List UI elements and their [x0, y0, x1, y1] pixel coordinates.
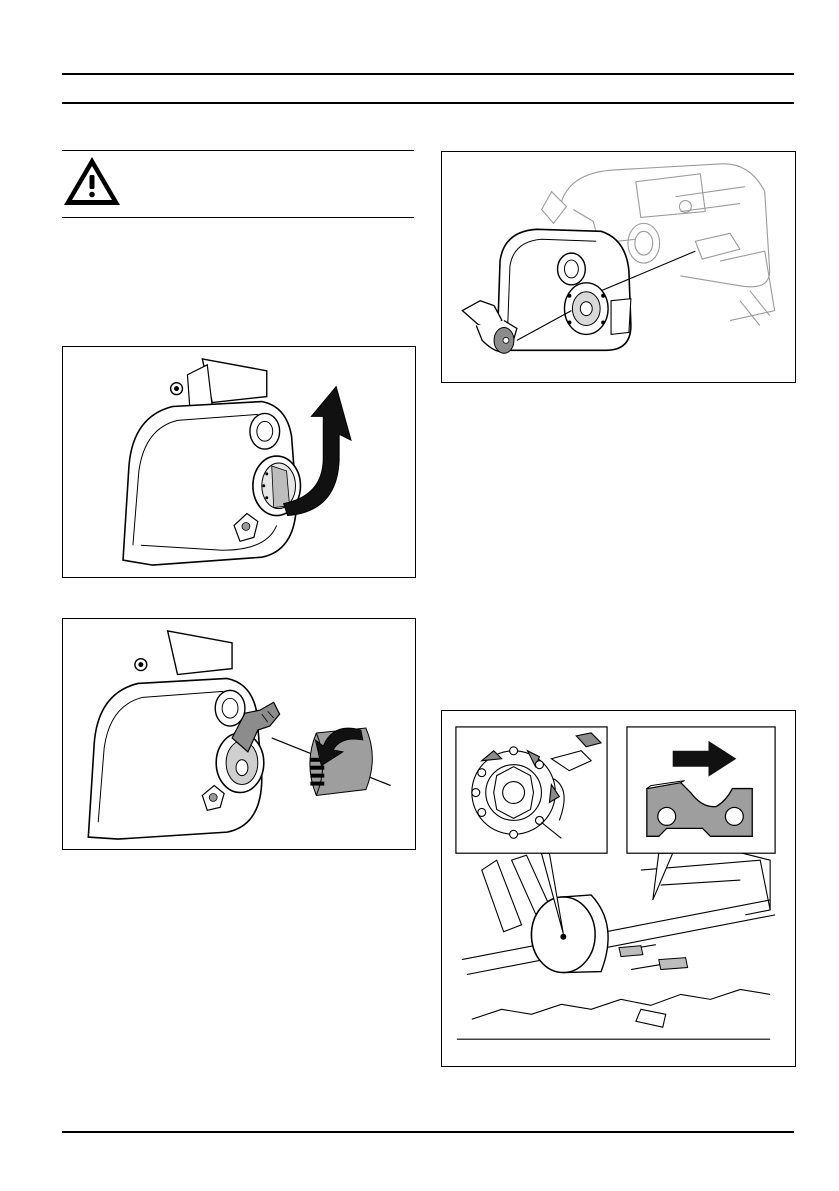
warning-rule-top	[62, 150, 414, 151]
figure-chain-drive-sprocket-direction-drawing	[442, 711, 795, 1066]
header-rule-top	[62, 73, 794, 75]
figure-clutch-cover-exploded-drawing	[442, 152, 795, 382]
header-rule-bottom	[62, 102, 794, 104]
figure-clutch-cover-exploded	[441, 151, 796, 383]
warning-icon-wrapper	[62, 155, 122, 207]
figure-remove-clutch-cover-knob-drawing	[63, 347, 415, 577]
warning-rule-bottom	[62, 217, 414, 218]
figure-loosen-knob	[62, 618, 416, 850]
figure-loosen-knob-drawing	[63, 619, 415, 849]
figure-chain-drive-sprocket-direction	[441, 710, 796, 1067]
figure-remove-clutch-cover-knob	[62, 346, 416, 578]
rotate-counterclockwise-icon	[310, 728, 372, 795]
footer-rule	[62, 1131, 794, 1133]
warning-triangle-icon	[62, 155, 122, 207]
